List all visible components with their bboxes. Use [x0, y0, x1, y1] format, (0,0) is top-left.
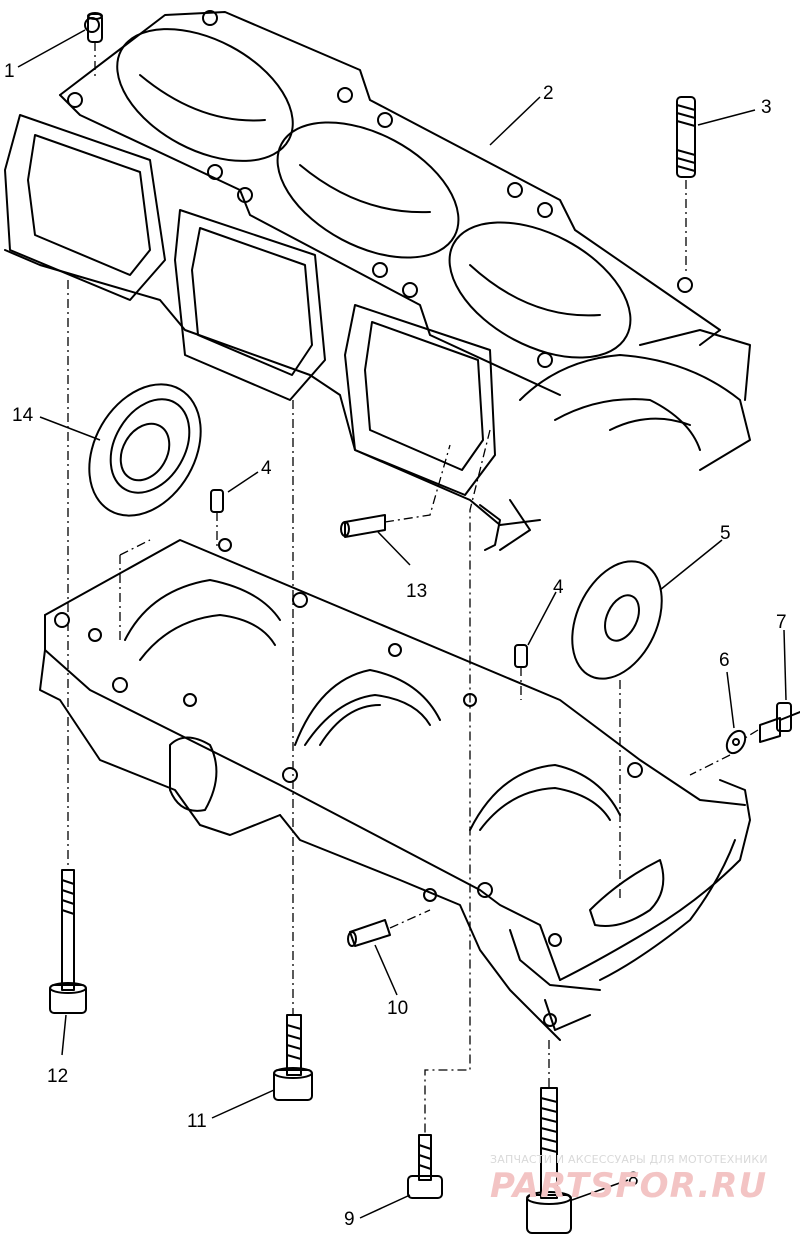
callout-2: 2 [543, 83, 554, 104]
upper-crankcase [4, 10, 751, 551]
dowel-pin-part-1 [87, 12, 103, 43]
alignment-lines [67, 42, 759, 1135]
callout-4-lower: 4 [553, 577, 564, 598]
callout-9: 9 [344, 1209, 355, 1230]
seal-part-5 [571, 560, 663, 680]
callout-5: 5 [720, 523, 731, 544]
callout-13: 13 [406, 581, 428, 602]
stud-part-3 [676, 96, 696, 178]
oil-seal-part-14 [88, 383, 202, 517]
callout-1: 1 [4, 61, 15, 82]
callout-11: 11 [187, 1111, 207, 1132]
callout-10: 10 [387, 998, 409, 1019]
bolt-part-7 [759, 702, 800, 743]
bolt-part-12 [49, 869, 87, 1014]
pin-part-10 [347, 919, 391, 947]
leader-lines [17, 29, 787, 1219]
pin-part-13 [340, 514, 386, 538]
callout-7: 7 [776, 612, 787, 633]
callout-4-upper: 4 [261, 458, 272, 479]
lower-crankcase [39, 538, 751, 1041]
bolt-part-8 [526, 1087, 572, 1234]
dowel-pin-part-4-upper [210, 489, 224, 513]
callout-14: 14 [12, 405, 34, 426]
callout-8: 8 [628, 1169, 639, 1190]
washer-part-6 [725, 729, 747, 755]
callout-12: 12 [47, 1066, 69, 1087]
callout-6: 6 [719, 650, 730, 671]
watermark-brand: PARTSFOR.RU [490, 1166, 768, 1206]
bolt-part-11 [273, 1014, 313, 1101]
callout-3: 3 [761, 97, 772, 118]
dowel-pin-part-4-lower [514, 644, 528, 668]
bolt-part-9 [407, 1134, 443, 1199]
watermark-tagline: ЗАПЧАСТИ И АКСЕССУАРЫ ДЛЯ МОТОТЕХНИКИ [490, 1153, 768, 1166]
